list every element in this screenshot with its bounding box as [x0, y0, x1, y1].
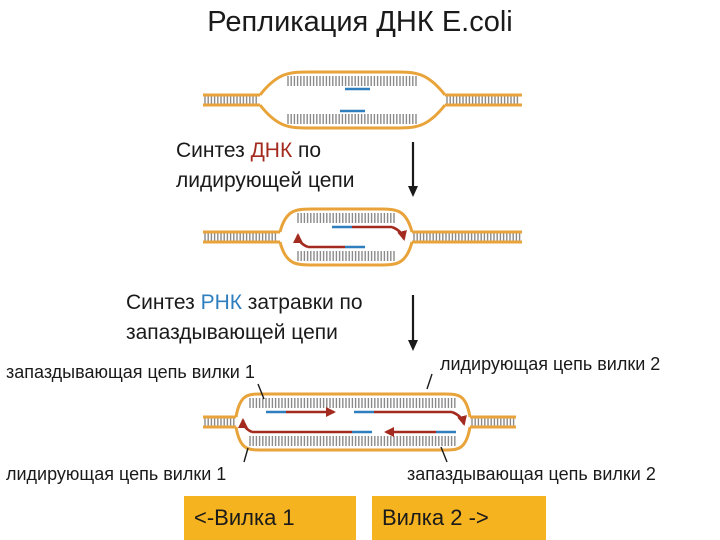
d1-bubble-top-rungs: [287, 76, 417, 86]
d1-left-duplex-rungs: [204, 96, 257, 104]
step2-line2: запаздывающей цепи: [126, 321, 338, 344]
d2-left-duplex-rungs: [204, 233, 277, 241]
step2-suffix: затравки по: [241, 291, 363, 314]
d2-leading-top-arrow: [391, 225, 407, 241]
d2-bubble-bottom-rungs: [297, 251, 395, 261]
d2-bubble-top-rungs: [297, 213, 395, 223]
fork1-button[interactable]: <-Вилка 1: [184, 496, 356, 540]
d3-leading-fork1-arrow: [238, 418, 253, 434]
d2-bubble-bottom-strand: [278, 241, 414, 267]
step1-suffix: по: [292, 139, 322, 162]
d3-left-duplex-rungs: [204, 418, 235, 426]
pointer-lagging-fork2: [440, 446, 448, 463]
step-arrow-2-head: [408, 340, 418, 351]
d2-bubble-top-strand: [278, 207, 414, 233]
label-lagging-fork2: запаздывающая цепь вилки 2: [407, 464, 656, 484]
step-arrow-1-head: [408, 186, 418, 197]
d3-leading-fork2-arrow: [451, 410, 467, 426]
step2-highlight-rna: РНК: [200, 291, 242, 314]
label-leading-fork1: лидирующая цепь вилки 1: [6, 464, 227, 484]
pointer-leading-fork1: [243, 447, 249, 463]
d3-bubble-top-strand: [234, 392, 472, 418]
d1-bubble-top-strand: [258, 70, 447, 96]
d3-bubble-top-rungs: [249, 398, 456, 408]
fork2-button[interactable]: Вилка 2 ->: [372, 496, 546, 540]
pointer-leading-fork2: [426, 373, 433, 390]
d1-bubble-bottom-rungs: [287, 114, 417, 124]
step1-prefix: Синтез: [176, 139, 251, 162]
d2-right-duplex-rungs: [413, 233, 521, 241]
d1-bubble-bottom-strand: [258, 104, 447, 130]
step-rna-primer-text: Синтез РНК затравки по запаздывающей цеп…: [126, 288, 363, 348]
d3-bubble-bottom-rungs: [249, 436, 456, 446]
label-lagging-fork1: запаздывающая цепь вилки 1: [6, 362, 255, 382]
d3-right-duplex-rungs: [471, 418, 515, 426]
page-title: Репликация ДНК E.coli: [207, 6, 513, 38]
step-dna-synthesis-text: Синтез ДНК по лидирующей цепи: [176, 136, 355, 196]
d1-right-duplex-rungs: [446, 96, 519, 104]
step1-highlight-dna: ДНК: [250, 139, 293, 162]
label-leading-fork2: лидирующая цепь вилки 2: [440, 354, 661, 374]
d3-bubble-bottom-strand: [234, 426, 472, 452]
step2-prefix: Синтез: [126, 291, 201, 314]
pointer-lagging-fork1: [257, 383, 265, 400]
step1-line2: лидирующей цепи: [176, 169, 355, 192]
d2-leading-bottom-arrow: [293, 233, 309, 249]
